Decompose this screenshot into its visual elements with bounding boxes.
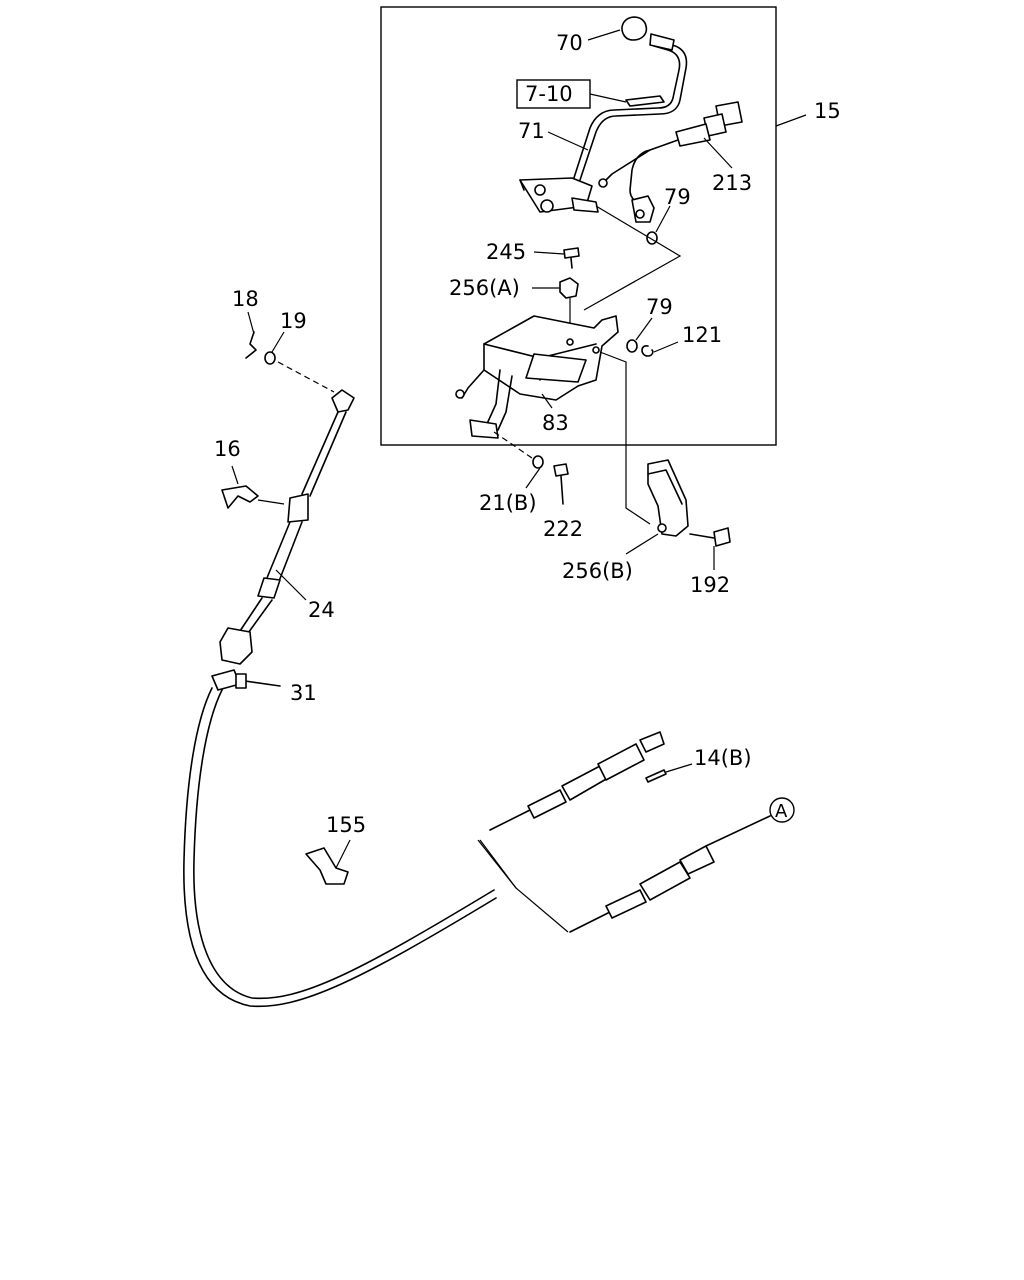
assembly-line-16 — [257, 499, 285, 505]
leader-121 — [653, 341, 679, 353]
cable-end-upper — [489, 731, 665, 831]
washer-21b — [532, 455, 544, 469]
leader-24 — [275, 569, 307, 601]
callout-79-lower: 79 — [646, 295, 673, 319]
bolt-31 — [235, 673, 281, 689]
assembly-line-upper — [583, 205, 682, 311]
clip-155 — [305, 847, 349, 885]
clip-121 — [641, 345, 654, 357]
callout-71: 71 — [518, 119, 545, 143]
leader-83 — [541, 393, 553, 409]
callout-222: 222 — [543, 517, 583, 541]
assembly-line-19 — [277, 361, 335, 393]
callout-a: A — [775, 801, 788, 822]
switch-harness — [598, 101, 743, 223]
callout-18: 18 — [232, 287, 259, 311]
callout-24: 24 — [308, 598, 335, 622]
leader-213 — [703, 137, 733, 169]
assembly-line-cable — [479, 839, 569, 933]
leader-16 — [231, 465, 239, 485]
leader-18 — [247, 311, 255, 335]
ref-circle-a — [769, 797, 795, 823]
leader-14b — [665, 763, 693, 773]
cable-end-lower — [569, 815, 771, 933]
callout-79-upper: 79 — [664, 185, 691, 209]
leader-155 — [335, 839, 351, 869]
callout-70: 70 — [556, 31, 583, 55]
leader-245 — [533, 251, 565, 255]
leader-21b — [525, 467, 541, 489]
callout-245: 245 — [486, 240, 526, 264]
leader-71 — [547, 131, 589, 151]
leader-79a — [655, 205, 671, 233]
assembly-frame — [380, 6, 777, 446]
assembly-line-256b — [599, 351, 651, 525]
leader-70 — [587, 29, 621, 41]
callout-15: 15 — [814, 99, 841, 123]
callout-16: 16 — [214, 437, 241, 461]
callout-213: 213 — [712, 171, 752, 195]
callout-14b: 14(B) — [694, 746, 752, 770]
leader-256b — [625, 533, 659, 555]
shift-lever — [519, 33, 688, 213]
shift-knob — [621, 16, 648, 41]
callout-31: 31 — [290, 681, 317, 705]
bolt-192 — [689, 527, 731, 547]
pin-14b — [645, 769, 667, 783]
bracket-256b — [647, 459, 689, 537]
bolt-245 — [563, 247, 580, 269]
leader-79b — [635, 317, 653, 341]
washer-79-lower — [626, 339, 638, 353]
callout-19: 19 — [280, 309, 307, 333]
nut-256a — [559, 277, 579, 299]
assembly-line-cable2 — [477, 839, 517, 889]
leader-15 — [775, 114, 807, 127]
bolt-222 — [553, 463, 569, 505]
leader-19 — [271, 331, 285, 353]
clip-18 — [245, 331, 257, 359]
callout-256b: 256(B) — [562, 559, 633, 583]
callout-21b: 21(B) — [479, 491, 537, 515]
lever-bracket — [455, 315, 619, 439]
callout-7-10: 7-10 — [525, 82, 573, 106]
clip-16 — [221, 485, 259, 509]
callout-155: 155 — [326, 813, 366, 837]
callout-192: 192 — [690, 573, 730, 597]
callout-83: 83 — [542, 411, 569, 435]
callout-121: 121 — [682, 323, 722, 347]
label-plate — [625, 95, 665, 107]
washer-19 — [264, 351, 276, 365]
leader-7-10 — [589, 93, 627, 103]
shift-cable — [183, 389, 497, 1008]
washer-79-upper — [646, 231, 658, 245]
assembly-line-21b — [493, 431, 533, 459]
callout-256a: 256(A) — [449, 276, 520, 300]
